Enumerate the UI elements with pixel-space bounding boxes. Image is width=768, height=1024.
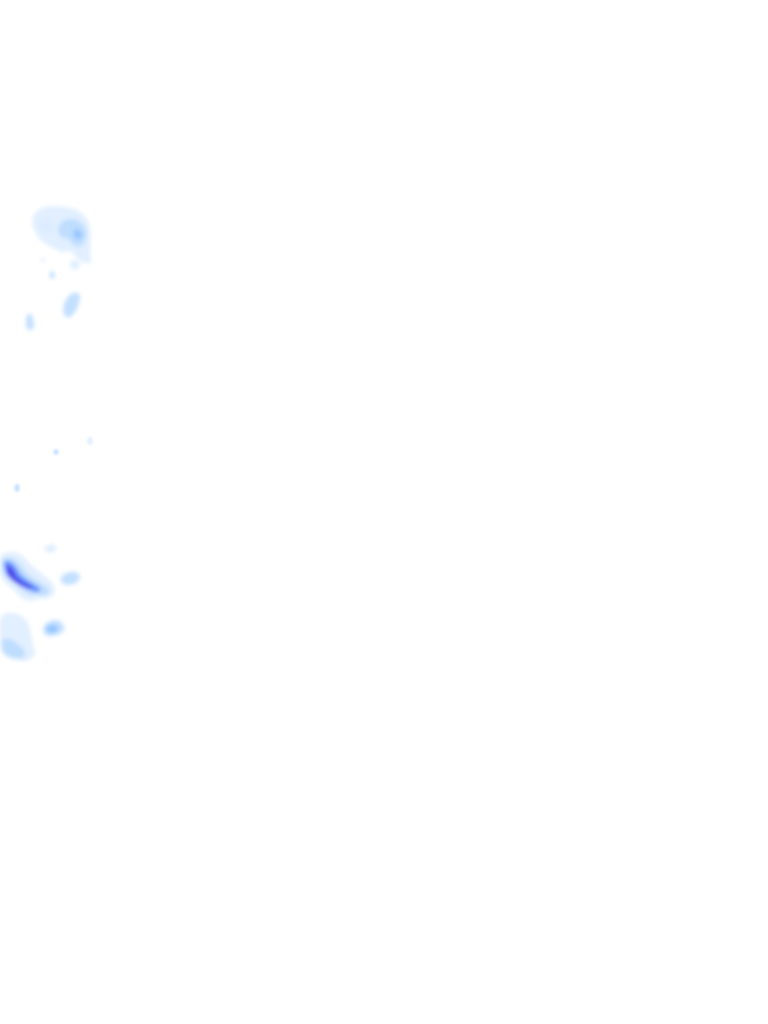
precip-specks bbox=[14, 437, 93, 492]
precip-speck bbox=[14, 484, 20, 492]
precip-cell-lower bbox=[0, 544, 80, 662]
precip-area-very-light bbox=[44, 544, 57, 553]
precip-area-light bbox=[63, 292, 80, 318]
precip-area-very-heavy bbox=[5, 565, 33, 589]
precip-speck bbox=[53, 449, 59, 455]
precip-area-light bbox=[26, 313, 34, 331]
precip-cell-upper bbox=[26, 206, 92, 331]
precip-area-very-light bbox=[70, 259, 80, 270]
precip-area-light bbox=[2, 638, 25, 659]
precip-speck bbox=[87, 437, 93, 445]
precip-area-light bbox=[58, 219, 87, 247]
precip-area-heavy bbox=[4, 560, 41, 593]
precip-area-moderate bbox=[74, 229, 82, 239]
precip-area-light bbox=[49, 271, 55, 279]
precip-area-light bbox=[60, 571, 80, 585]
precip-area-very-light bbox=[40, 219, 54, 235]
precip-area-very-light bbox=[41, 257, 45, 263]
precip-area-moderate bbox=[46, 625, 58, 633]
